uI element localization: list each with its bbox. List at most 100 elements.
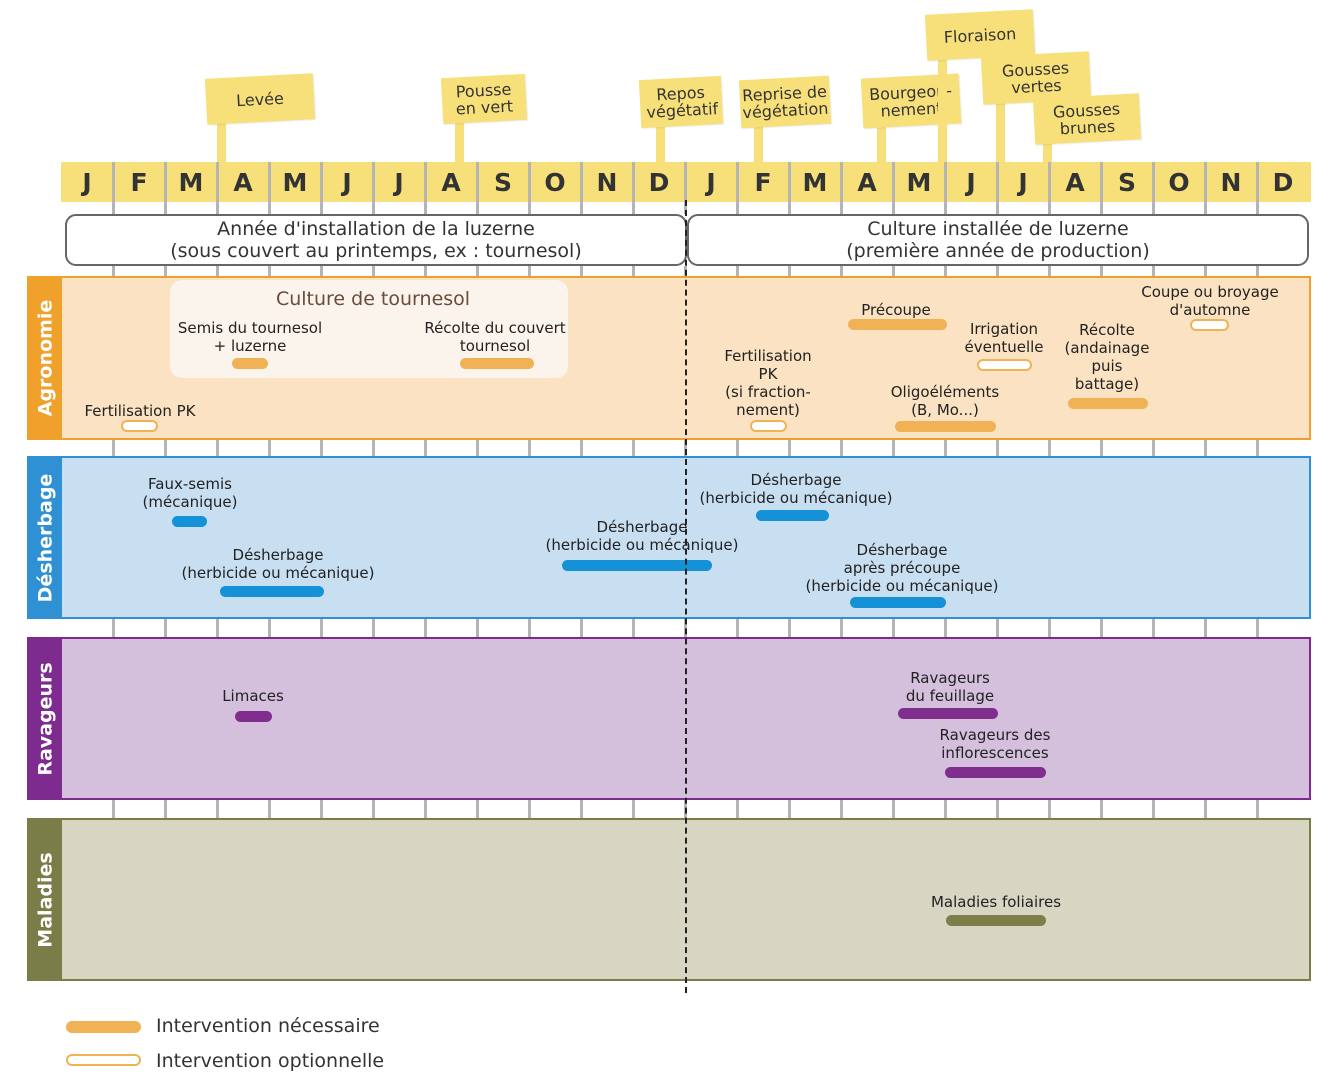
bar-oligo	[895, 421, 996, 432]
gap-tick	[216, 202, 219, 214]
label-recolte-couvert-l2: tournesol	[459, 337, 531, 355]
label-semis: Semis du tournesol + luzerne	[150, 319, 350, 355]
gap-tick	[1048, 800, 1051, 818]
month-label: M	[802, 167, 828, 197]
month-gridline	[684, 162, 687, 202]
month-label: A	[857, 167, 877, 197]
month-gridline	[268, 162, 271, 202]
period-installation: Année d'installation de la luzerne (sous…	[65, 214, 687, 266]
gap-tick	[268, 619, 271, 637]
gap-tick	[1048, 266, 1051, 276]
label-irrigation-l2: éventuelle	[964, 338, 1044, 356]
gap-tick	[996, 266, 999, 276]
gap-tick	[736, 266, 739, 276]
section-label-agronomie: Agronomie	[29, 278, 62, 438]
gap-tick	[996, 202, 999, 214]
label-oligo-l1: Oligoéléments	[890, 383, 1000, 401]
gap-tick	[164, 440, 167, 456]
stage-flag-floraison: Floraison	[924, 9, 1036, 61]
month-label: D	[1272, 167, 1294, 197]
label-desh3-l2: (herbicide ou mécanique)	[699, 489, 893, 507]
gap-tick	[1152, 800, 1155, 818]
month-gridline	[528, 162, 531, 202]
label-coupe-l2: d'automne	[1169, 301, 1251, 319]
label-irrigation-l1: Irrigation	[969, 320, 1039, 338]
gap-tick	[944, 800, 947, 818]
bar-desh1	[220, 586, 324, 597]
gap-tick	[1204, 202, 1207, 214]
label-recolte-couvert-l1: Récolte du couvert	[424, 319, 566, 337]
label-oligo: Oligoéléments (B, Mo...)	[880, 383, 1010, 419]
gap-tick	[736, 800, 739, 818]
month-gridline	[736, 162, 739, 202]
label-desh4: Désherbage après précoupe (herbicide ou …	[792, 541, 1012, 595]
label-ravfeuil: Ravageurs du feuillage	[890, 669, 1010, 705]
month-label: J	[342, 167, 352, 197]
gap-tick	[1100, 440, 1103, 456]
section-title-ravageurs: Ravageurs	[34, 661, 57, 776]
stage-flag-reprise: Reprise de végétation	[738, 75, 832, 129]
legend-text-necessaire: Intervention nécessaire	[156, 1015, 380, 1037]
gap-tick	[216, 440, 219, 456]
label-recolte-l3: puis	[1091, 357, 1123, 375]
period-installation-line2: (sous couvert au printemps, ex : tournes…	[170, 240, 582, 262]
gap-tick	[996, 800, 999, 818]
month-label: M	[906, 167, 932, 197]
label-coupe: Coupe ou broyage d'automne	[1136, 283, 1284, 319]
month-label: S	[493, 167, 512, 197]
bar-fauxsemis	[172, 516, 207, 527]
label-desh4-l2: après précoupe	[843, 559, 961, 577]
gap-tick	[476, 266, 479, 276]
month-label: M	[282, 167, 308, 197]
obar-coupe	[1190, 319, 1229, 331]
section-maladies: Maladies	[27, 818, 1311, 981]
gap-tick	[1152, 440, 1155, 456]
label-recolte-couvert: Récolte du couvert tournesol	[405, 319, 585, 355]
month-gridline	[320, 162, 323, 202]
gap-tick	[840, 440, 843, 456]
month-label: F	[130, 167, 148, 197]
gap-tick	[1256, 440, 1259, 456]
gap-tick	[268, 440, 271, 456]
month-gridline	[840, 162, 843, 202]
gap-tick	[736, 440, 739, 456]
month-gridline	[944, 162, 947, 202]
gap-tick	[216, 800, 219, 818]
bar-precoupe	[848, 319, 947, 330]
gap-tick	[1152, 266, 1155, 276]
month-label: D	[648, 167, 670, 197]
gap-tick	[736, 202, 739, 214]
stage-stem-reprise	[754, 120, 763, 162]
section-title-maladies: Maladies	[34, 851, 57, 948]
stage-flag-pousse-en-vert: Pousse en vert	[440, 73, 528, 125]
gap-tick	[788, 266, 791, 276]
section-label-desherbage: Désherbage	[29, 458, 62, 617]
gap-tick	[372, 800, 375, 818]
section-ravageurs: Ravageurs	[27, 637, 1311, 800]
gap-tick	[476, 202, 479, 214]
month-gridline	[1152, 162, 1155, 202]
gap-tick	[1048, 202, 1051, 214]
section-label-ravageurs: Ravageurs	[29, 639, 62, 798]
section-title-agronomie: Agronomie	[34, 299, 57, 417]
gap-tick	[1152, 619, 1155, 637]
stage-text-gousses-brunes: Gousses brunes	[1052, 99, 1121, 139]
label-fauxsemis: Faux-semis (mécanique)	[130, 475, 250, 511]
gap-tick	[164, 619, 167, 637]
stage-stem-levee	[217, 120, 226, 162]
label-desh1: Désherbage (herbicide ou mécanique)	[168, 546, 388, 582]
bar-semis	[232, 358, 268, 369]
gap-tick	[372, 202, 375, 214]
label-ravfeuil-l2: du feuillage	[905, 687, 995, 705]
label-oligo-l2: (B, Mo...)	[911, 401, 979, 419]
gap-tick	[216, 266, 219, 276]
label-recolte: Récolte (andainage puis battage)	[1058, 321, 1156, 393]
month-gridline	[424, 162, 427, 202]
gap-tick	[372, 619, 375, 637]
gap-tick	[788, 202, 791, 214]
gap-tick	[164, 202, 167, 214]
gap-tick	[268, 202, 271, 214]
label-desh4-l1: Désherbage	[856, 541, 948, 559]
bar-recolte-couvert	[460, 358, 534, 369]
label-irrigation: Irrigation éventuelle	[958, 320, 1050, 356]
